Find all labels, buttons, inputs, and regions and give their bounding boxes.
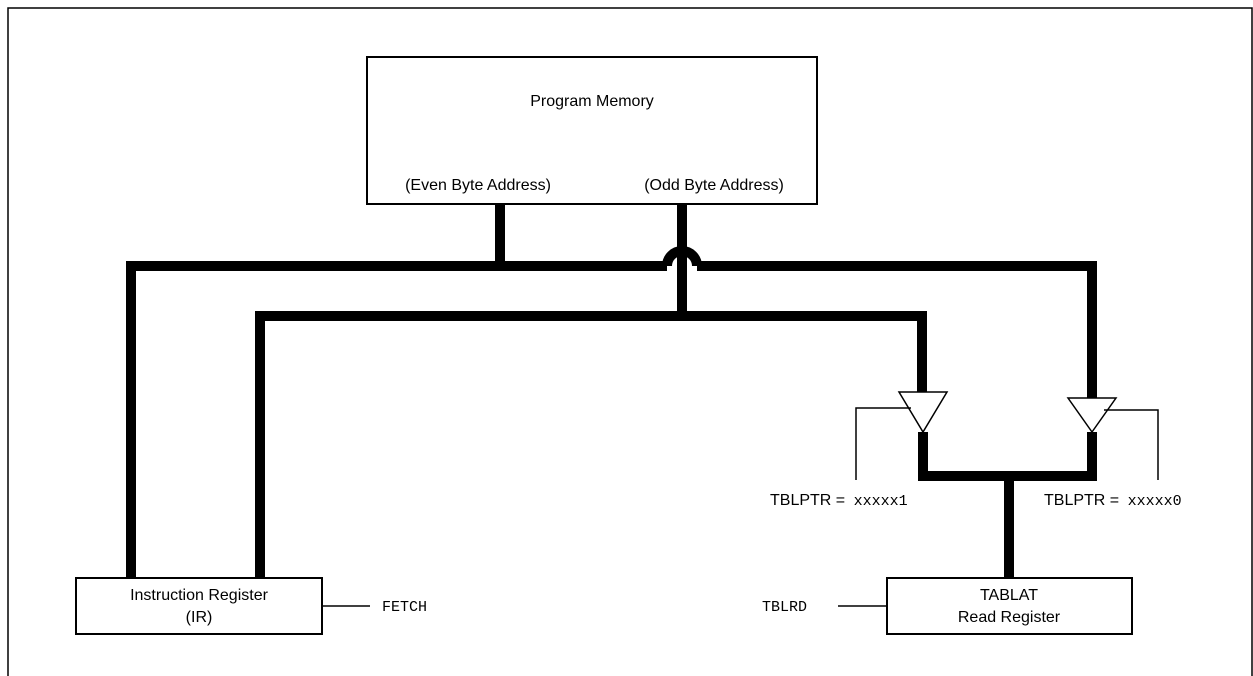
even-byte-buffer-triangle xyxy=(1066,397,1118,434)
even-byte-address-label: (Even Byte Address) xyxy=(405,177,551,194)
tablat-read-register-label: Read Register xyxy=(958,609,1061,626)
tblptr-odd-value: xxxxx1 xyxy=(854,493,908,510)
odd-byte-address-label: (Odd Byte Address) xyxy=(644,177,784,194)
program-memory-title: Program Memory xyxy=(530,93,654,110)
tablat-box xyxy=(886,577,1133,635)
program-memory-box xyxy=(366,56,818,205)
tablat-bus xyxy=(918,432,1097,578)
tblrd-signal-label: TBLRD xyxy=(762,599,807,616)
tblptr-odd-select: TBLPTR = xxxxx1 xyxy=(770,492,908,510)
even-buffer-enable-line xyxy=(1104,409,1159,480)
instruction-register-abbrev: (IR) xyxy=(186,609,213,626)
odd-buffer-enable-line xyxy=(855,407,911,480)
outer-border xyxy=(7,7,1253,676)
tblptr-odd-label: TBLPTR = xyxy=(770,492,850,509)
instruction-register-label: Instruction Register xyxy=(130,587,269,604)
odd-byte-bus xyxy=(255,204,927,580)
tblptr-even-value: xxxxx0 xyxy=(1128,493,1182,510)
tablat-label: TABLAT xyxy=(980,587,1038,604)
odd-byte-buffer-triangle xyxy=(897,391,949,434)
even-byte-bus xyxy=(126,204,1097,580)
fetch-signal-label: FETCH xyxy=(382,599,427,616)
tblptr-even-label: TBLPTR = xyxy=(1044,492,1124,509)
tblptr-even-select: TBLPTR = xxxxx0 xyxy=(1044,492,1182,510)
